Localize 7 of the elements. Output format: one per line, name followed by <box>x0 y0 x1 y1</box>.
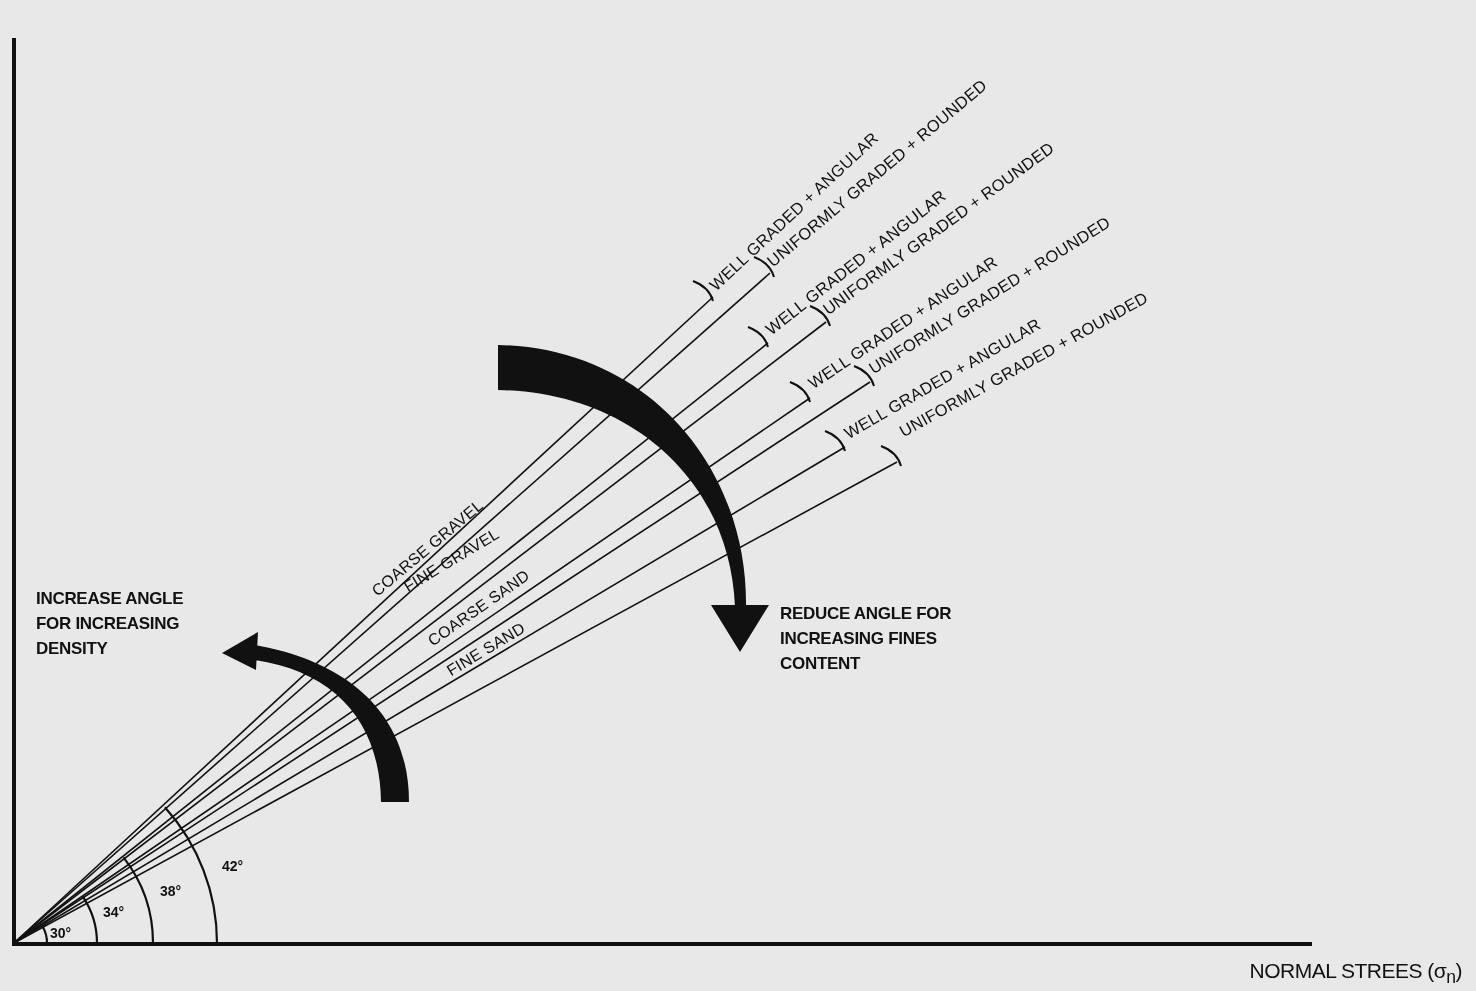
angle-label: 30° <box>50 925 72 941</box>
note-text: REDUCE ANGLE FOR INCREASING FINES CONTENT <box>780 603 953 675</box>
axis-title: NORMAL STREES (σ$_{n}$) <box>1249 958 1462 990</box>
angle-label: 42° <box>222 858 244 874</box>
angle-label: 38° <box>160 883 182 899</box>
angle-label: 34° <box>103 904 125 920</box>
note-text: INCREASE ANGLE FOR INCREASING DENSITY <box>36 588 185 660</box>
